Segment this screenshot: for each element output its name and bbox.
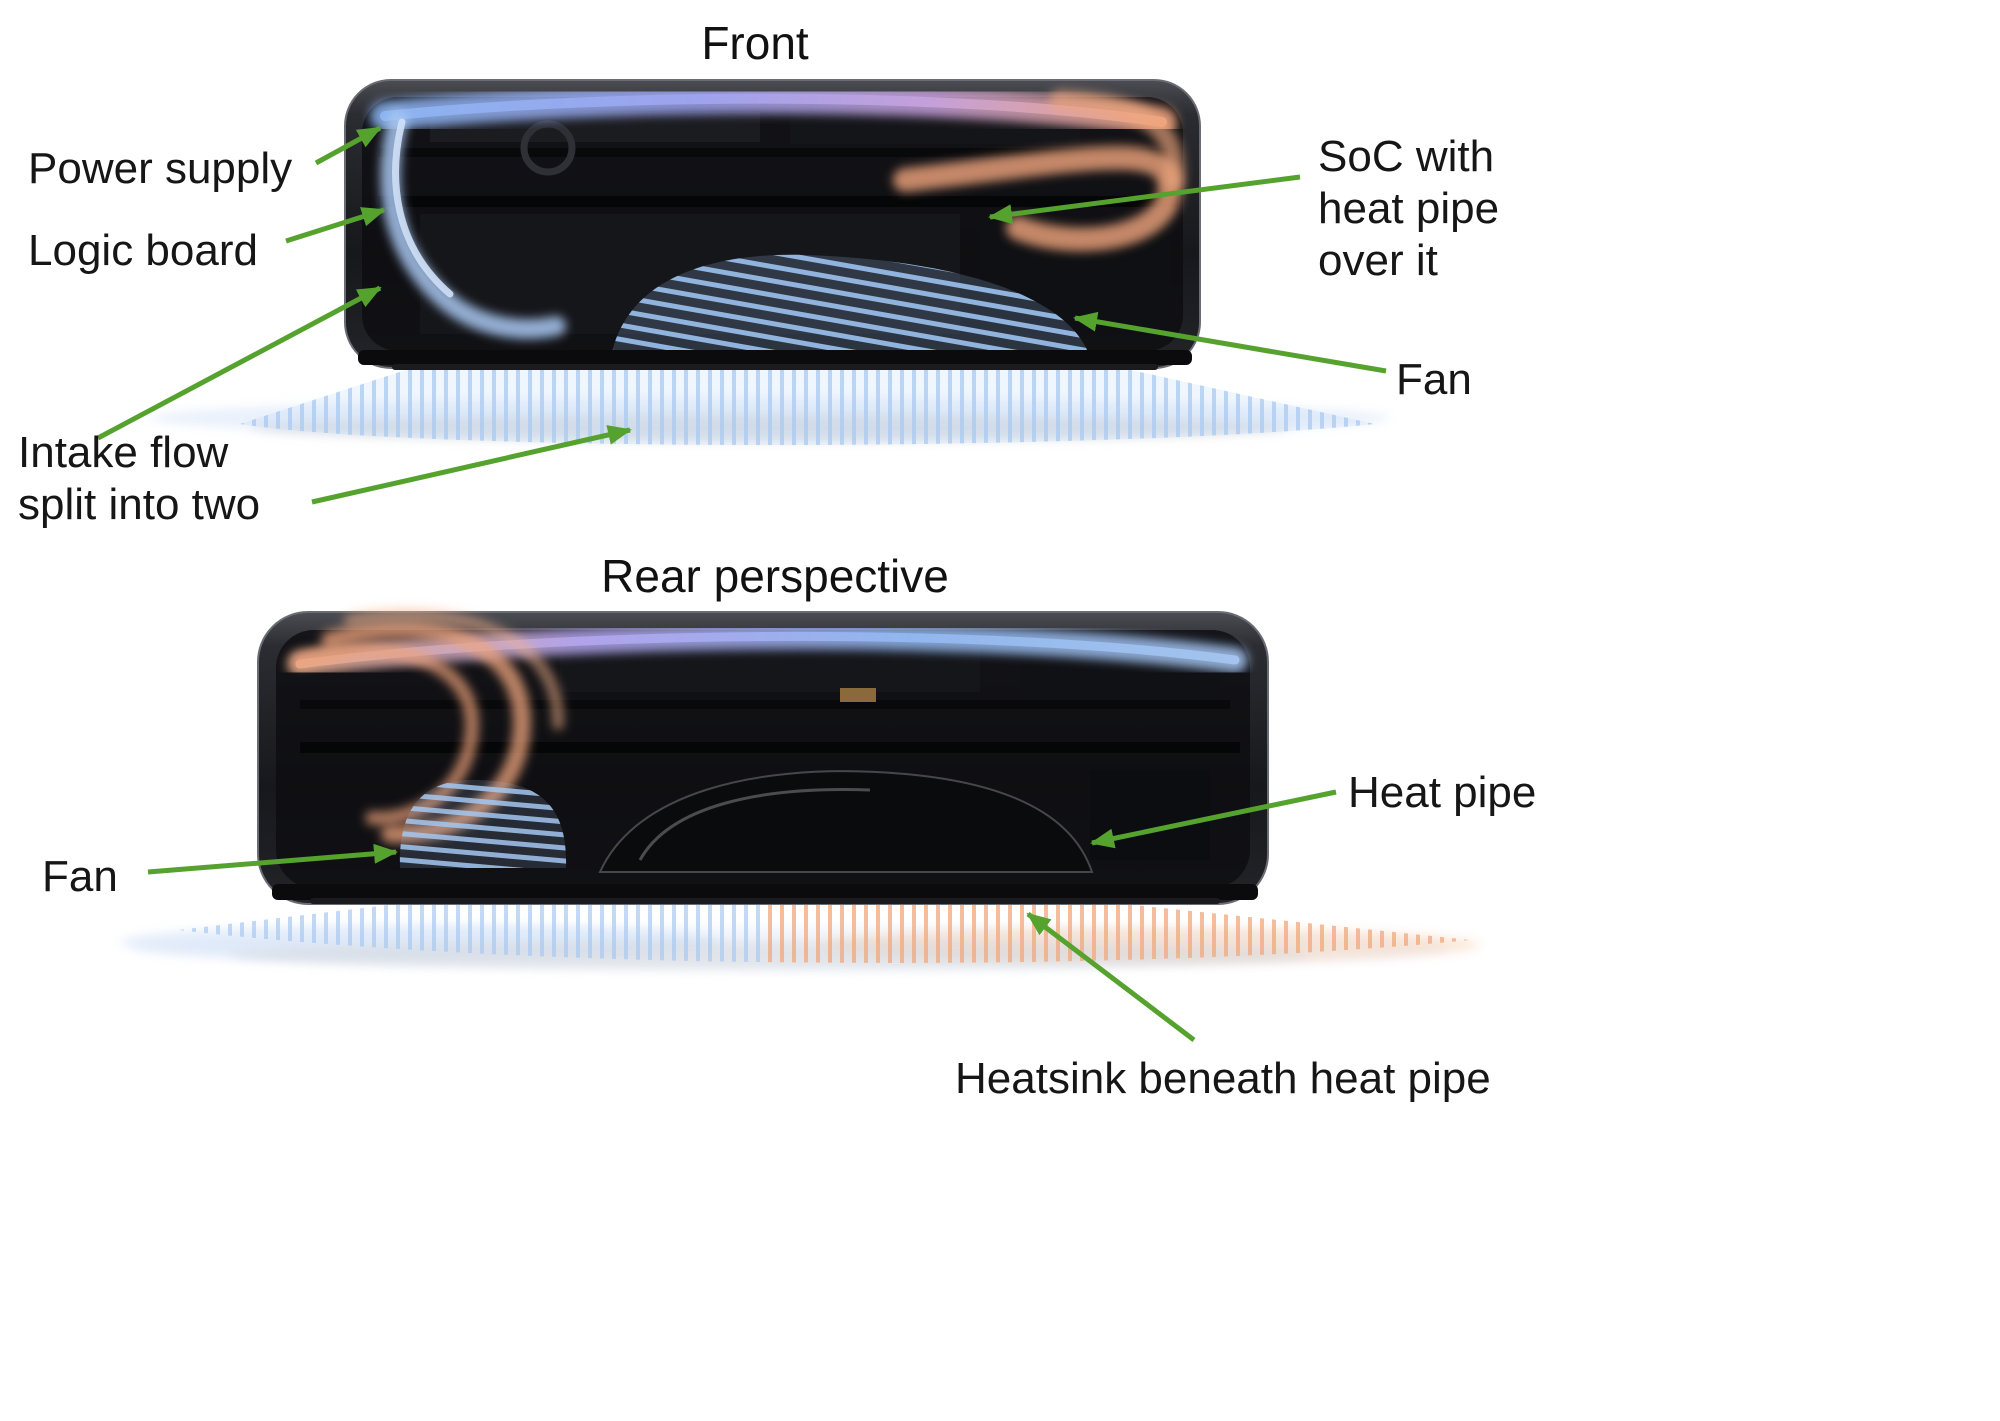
rear-fan-housing: [598, 770, 1094, 873]
label-fan-rear: Fan: [42, 852, 118, 901]
label-line: over it: [1318, 235, 1438, 285]
label-fan-front: Fan: [1396, 355, 1472, 404]
front-left-intake-flow: [380, 110, 566, 339]
rear-heatsink-base: [272, 884, 1258, 900]
arrow-intake-upper: [96, 285, 382, 441]
annotation-arrows: [96, 125, 1387, 1042]
label-power-supply: Power supply: [28, 144, 293, 193]
label-soc: SoC with heat pipe over it: [1318, 131, 1499, 287]
rear-skirt-flow-warm: [760, 897, 1470, 963]
front-title: Front: [701, 17, 809, 69]
label-line: heat pipe: [1318, 183, 1500, 233]
label-line: split into two: [18, 479, 261, 529]
front-intake-skirt-flow: [240, 357, 1375, 445]
label-line: SoC with: [1318, 132, 1495, 181]
arrow-intake-lower: [311, 425, 632, 505]
front-logic-board: [378, 196, 1178, 207]
label-heatsink: Heatsink beneath heat pipe: [955, 1054, 1491, 1103]
arrow-power-supply: [314, 125, 382, 166]
arrow-fan-front: [1073, 311, 1387, 374]
front-power-supply-board: [378, 148, 1168, 157]
label-heat-pipe: Heat pipe: [1348, 768, 1537, 817]
arrow-fan-rear: [147, 843, 398, 875]
arrow-logic-board: [285, 207, 386, 244]
arrow-soc: [988, 174, 1301, 225]
front-device-illustration: [150, 79, 1390, 445]
rear-skirt-flow-cool: [178, 896, 760, 962]
rear-device-illustration: [120, 608, 1480, 970]
label-logic-board: Logic board: [28, 226, 258, 275]
front-base-plate: [358, 350, 1192, 365]
arrow-heat-pipe: [1090, 789, 1337, 849]
rear-fan-flow: [399, 779, 567, 868]
front-fan-plume: [612, 254, 1088, 352]
rear-title: Rear perspective: [601, 550, 949, 602]
arrow-heatsink: [1026, 912, 1196, 1042]
label-line: Intake flow: [18, 428, 229, 477]
label-intake-flow: Intake flow split into two: [18, 427, 260, 531]
